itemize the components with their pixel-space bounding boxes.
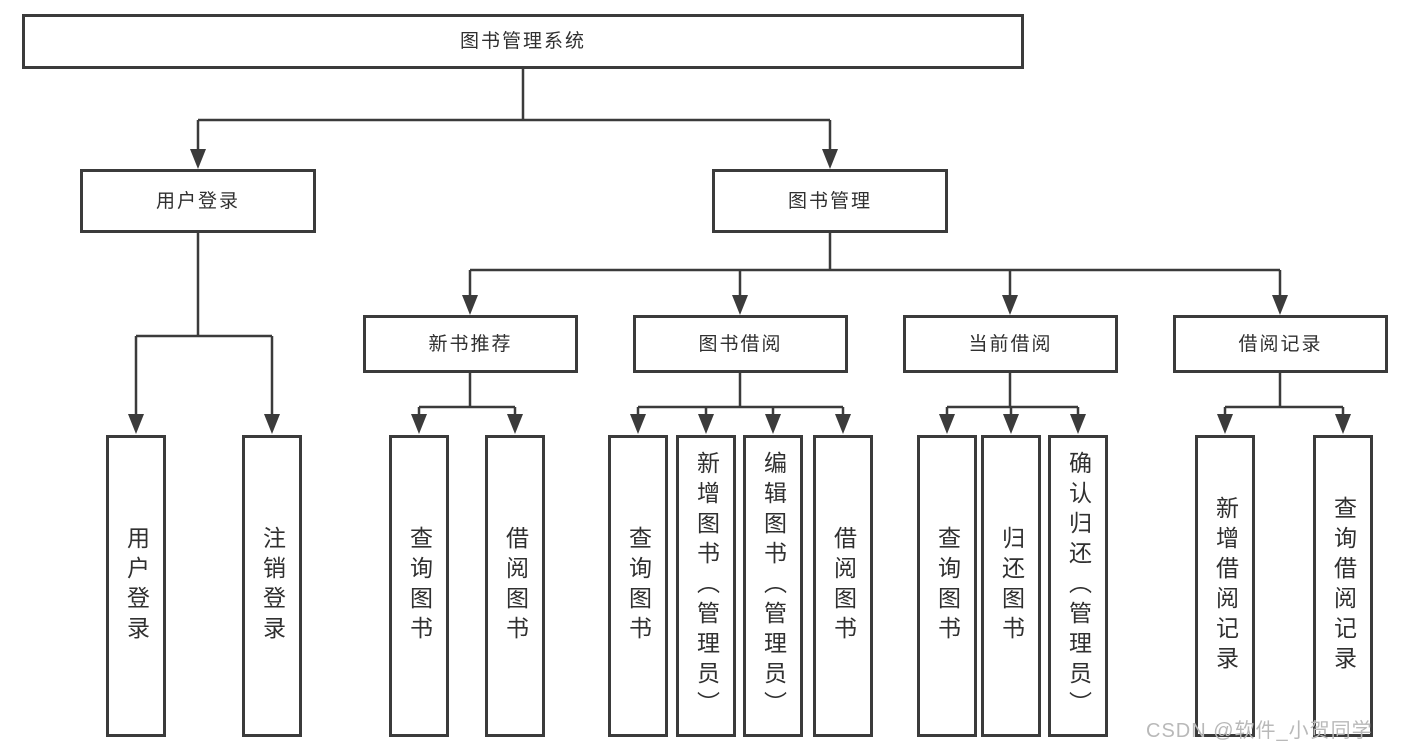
leaf-user-login: 用户登录 — [106, 435, 166, 737]
leaf-logout: 注销登录 — [242, 435, 302, 737]
leaf-query-books-2: 查询图书 — [608, 435, 668, 737]
leaf-edit-books-admin: 编辑图书（管理员） — [743, 435, 803, 737]
leaf-add-borrow-record: 新增借阅记录 — [1195, 435, 1255, 737]
leaf-add-books-admin: 新增图书（管理员） — [676, 435, 736, 737]
node-root: 图书管理系统 — [22, 14, 1024, 69]
leaf-confirm-return-admin: 确认归还（管理员） — [1048, 435, 1108, 737]
node-new-book-recommend: 新书推荐 — [363, 315, 578, 373]
leaf-borrow-books-1: 借阅图书 — [485, 435, 545, 737]
node-book-borrowing: 图书借阅 — [633, 315, 848, 373]
watermark-text: CSDN @软件_小贺同学 — [1146, 720, 1373, 742]
leaf-return-books: 归还图书 — [981, 435, 1041, 737]
node-current-borrowing: 当前借阅 — [903, 315, 1118, 373]
node-borrowing-records: 借阅记录 — [1173, 315, 1388, 373]
leaf-query-books-1: 查询图书 — [389, 435, 449, 737]
leaf-query-books-3: 查询图书 — [917, 435, 977, 737]
arrowheads — [128, 149, 1351, 434]
leaf-query-borrow-record: 查询借阅记录 — [1313, 435, 1373, 737]
leaf-borrow-books-2: 借阅图书 — [813, 435, 873, 737]
node-book-management: 图书管理 — [712, 169, 948, 233]
node-user-login: 用户登录 — [80, 169, 316, 233]
